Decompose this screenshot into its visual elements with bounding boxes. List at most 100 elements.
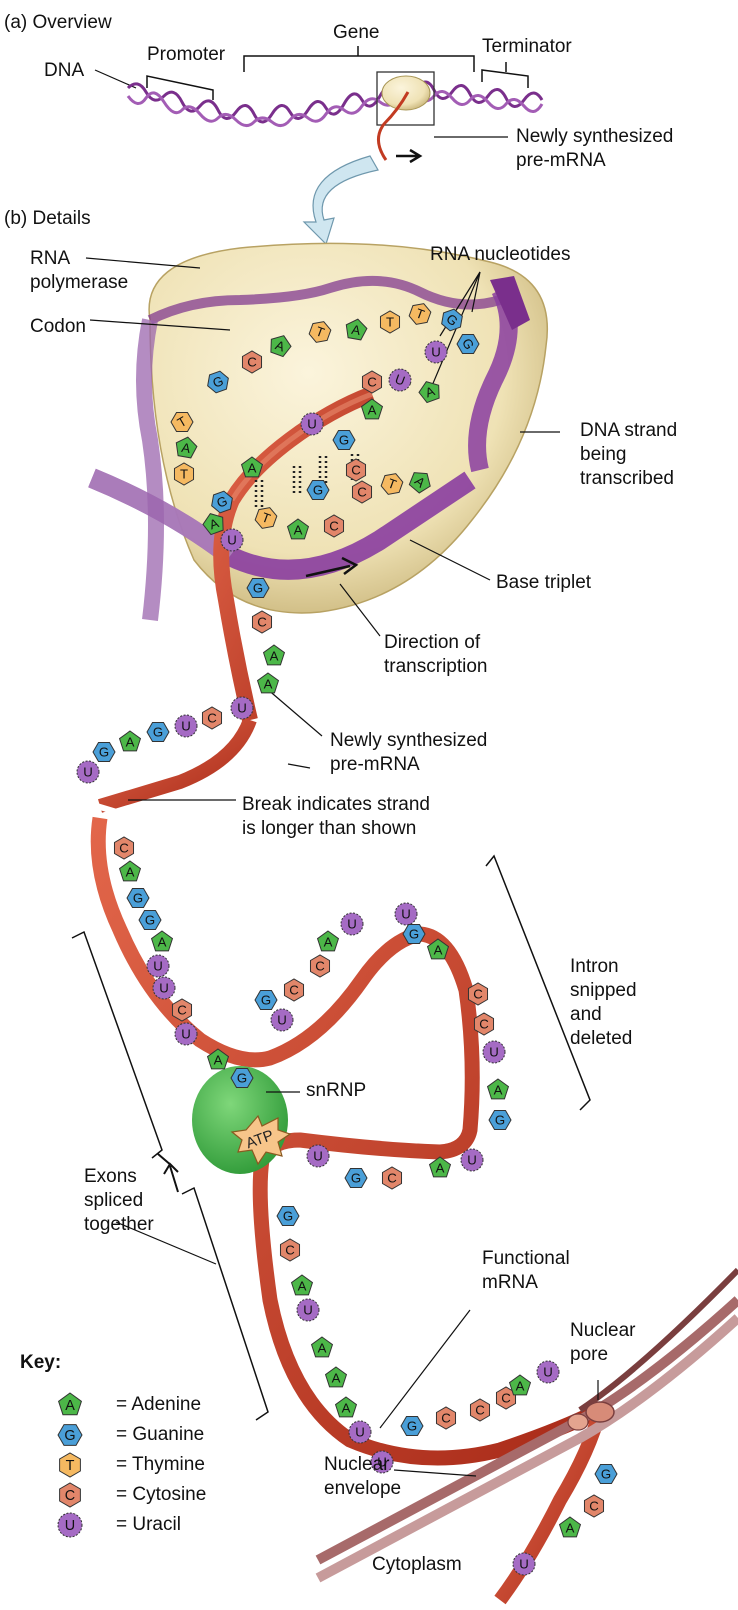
nucleotide-adenine: A xyxy=(318,931,339,951)
nucleotide-guanine: G xyxy=(247,578,269,597)
nucleotide-uracil: U xyxy=(307,1145,329,1167)
break-label-2: is longer than shown xyxy=(242,818,416,840)
nucleotide-letter: G xyxy=(495,1112,505,1127)
nuclear-pore xyxy=(586,1402,614,1422)
nucleotide-letter: A xyxy=(324,934,333,949)
nucleotide-letter: T xyxy=(180,466,188,481)
nucleotide-cytosine: C xyxy=(324,515,343,537)
nucleotide-letter: U xyxy=(181,718,191,733)
nucleotide-letter: A xyxy=(294,522,303,537)
nucleotide-guanine: G xyxy=(127,888,149,907)
nucleotide-letter: A xyxy=(318,1340,327,1355)
nucleotide-letter: G xyxy=(145,912,155,927)
nucleotide-letter: G xyxy=(409,926,419,941)
nucleotide-letter: G xyxy=(133,890,143,905)
nucleotide-adenine: A xyxy=(312,1337,333,1357)
nucleotide-uracil: U xyxy=(395,903,417,925)
nucleotide-letter: C xyxy=(475,1402,485,1417)
promoter-label: Promoter xyxy=(147,44,225,66)
nucleotide-adenine: A xyxy=(488,1079,509,1099)
key-label-thymine: = Thymine xyxy=(116,1454,205,1476)
nucleotide-thymine: T xyxy=(380,311,399,333)
nucleotide-letter: A xyxy=(126,864,135,879)
nucleotide-letter: A xyxy=(434,942,443,957)
nucleotide-letter: G xyxy=(253,580,263,595)
nucleotide-letter: A xyxy=(65,1398,75,1414)
nucleotide-adenine: A xyxy=(258,673,279,693)
nucleotide-uracil: U xyxy=(513,1553,535,1575)
nucleotide-letter: U xyxy=(431,344,441,359)
nucleotide-adenine: A xyxy=(326,1367,347,1387)
nucleotide-letter: C xyxy=(479,1016,489,1031)
gene-bracket xyxy=(244,46,474,72)
direction-label-1: Direction of xyxy=(384,632,480,654)
key-label-guanine: = Guanine xyxy=(116,1424,204,1446)
nucleotide-uracil: U xyxy=(301,413,323,435)
nucleotide-letter: U xyxy=(277,1012,287,1027)
nucleotide-cytosine: C xyxy=(346,459,365,481)
nucleotide-letter: A xyxy=(298,1278,307,1293)
overview-panel xyxy=(95,46,542,244)
nucleotide-letter: C xyxy=(119,840,129,855)
zoom-arrow xyxy=(304,156,378,244)
nucleotide-letter: A xyxy=(270,648,279,663)
nucleotide-cytosine: C xyxy=(280,1239,299,1261)
nucleotide-uracil: U xyxy=(461,1149,483,1171)
dna-label: DNA xyxy=(44,60,84,82)
nucleotide-adenine: A xyxy=(510,1375,531,1395)
nucleotide-letter: G xyxy=(261,992,271,1007)
nucleotide-letter: A xyxy=(436,1160,445,1175)
base-triplet-label: Base triplet xyxy=(496,572,591,594)
nucleotide-cytosine: C xyxy=(474,1013,493,1035)
nucleotide-uracil: U xyxy=(341,913,363,935)
nuclear-pore-label-2: pore xyxy=(570,1344,608,1366)
nucleotide-letter: U xyxy=(153,958,163,973)
splice-junction-arrow xyxy=(158,1154,178,1192)
nucleotide-letter: C xyxy=(315,958,325,973)
nucleotide-cytosine: C xyxy=(468,983,487,1005)
nucleotide-cytosine: C xyxy=(284,979,303,1001)
nucleotide-uracil: U xyxy=(425,341,447,363)
nucleotide-cytosine: C xyxy=(470,1399,489,1421)
nucleotide-cytosine: C xyxy=(242,351,261,373)
nucleotide-guanine: G xyxy=(403,924,425,943)
nucleotide-guanine: G xyxy=(58,1425,82,1446)
nucleotide-uracil: U xyxy=(58,1513,82,1537)
nucleotide-letter: A xyxy=(342,1400,351,1415)
nucleotide-letter: U xyxy=(65,1518,75,1534)
nucleotide-cytosine: C xyxy=(382,1167,401,1189)
nucleotide-letter: G xyxy=(407,1418,417,1433)
nucleotide-letter: C xyxy=(177,1002,187,1017)
nucleotide-adenine: A xyxy=(264,645,285,665)
exons-label-1: Exons xyxy=(84,1166,137,1188)
nucleotide-guanine: G xyxy=(345,1168,367,1187)
nucleotide-guanine: G xyxy=(333,430,355,449)
nucleotide-cytosine: C xyxy=(352,481,371,503)
nucleotide-adenine: A xyxy=(120,861,141,881)
nucleotide-letter: U xyxy=(181,1026,191,1041)
nucleotide-letter: C xyxy=(289,982,299,997)
nucleotide-letter: U xyxy=(489,1044,499,1059)
nuclear-envelope-label-1: Nuclear xyxy=(324,1454,389,1476)
nucleotide-adenine: A xyxy=(120,731,141,751)
key-swatches: AGTCU xyxy=(58,1393,82,1537)
key-label-cytosine: = Cytosine xyxy=(116,1484,206,1506)
nucleotide-letter: C xyxy=(247,354,257,369)
nucleotide-adenine: A xyxy=(560,1517,581,1537)
nucleotide-letter: C xyxy=(207,710,217,725)
dna-strand-label-3: transcribed xyxy=(580,468,674,490)
nucleotide-cytosine: C xyxy=(310,955,329,977)
nucleotide-uracil: U xyxy=(483,1041,505,1063)
rna-polymerase-label-2: polymerase xyxy=(30,272,128,294)
break-label-1: Break indicates strand xyxy=(242,794,430,816)
nucleotide-letter: C xyxy=(351,462,361,477)
nuclear-pore-label-1: Nuclear xyxy=(570,1320,635,1342)
dna-strand-label-1: DNA strand xyxy=(580,420,677,442)
nucleotide-thymine: T xyxy=(174,463,193,485)
nucleotide-cytosine: C xyxy=(436,1407,455,1429)
snrnp-label: snRNP xyxy=(306,1080,366,1102)
overview-direction-arrow xyxy=(396,150,420,162)
nucleotide-letter: G xyxy=(99,744,109,759)
nucleotide-letter: A xyxy=(214,1052,223,1067)
nucleotide-letter: G xyxy=(153,724,163,739)
